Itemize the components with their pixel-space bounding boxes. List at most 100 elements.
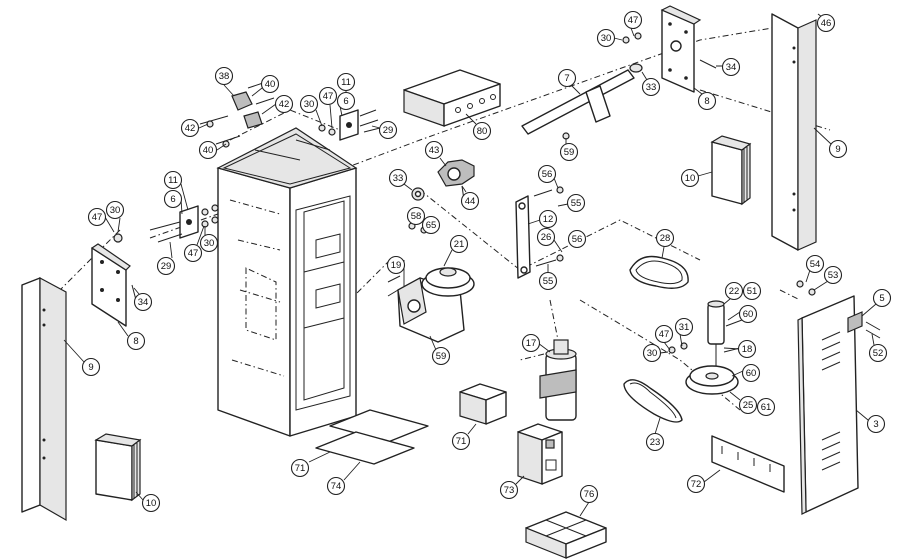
- callout-circle: [81, 357, 101, 377]
- part-callout-22: 22: [724, 281, 744, 301]
- callout-number: 42: [279, 99, 290, 110]
- part-callout-55: 55: [566, 193, 586, 213]
- callout-number: 52: [873, 348, 884, 359]
- callout-circle: [105, 200, 125, 220]
- top-brackets: [199, 81, 381, 148]
- part-callout-60: 60: [738, 304, 758, 324]
- callout-number: 30: [204, 238, 215, 249]
- part-callout-33: 33: [388, 168, 408, 188]
- part-callout-21: 21: [449, 234, 469, 254]
- callout-circle: [866, 414, 886, 434]
- callout-number: 30: [601, 33, 612, 44]
- part-callout-11: 11: [163, 170, 183, 190]
- pulley-assembly: [668, 300, 743, 395]
- part-callout-6: 6: [336, 91, 356, 111]
- callout-circle: [623, 10, 643, 30]
- right-side-panel: [771, 13, 827, 251]
- callout-number: 30: [647, 348, 658, 359]
- part-callout-61: 61: [756, 397, 776, 417]
- part-callout-33: 33: [641, 77, 661, 97]
- gearbox-motor: [387, 222, 475, 343]
- callout-circle: [536, 227, 556, 247]
- part-callout-59: 59: [559, 142, 579, 162]
- small-box: [459, 383, 507, 425]
- part-callout-46: 46: [816, 13, 836, 33]
- callout-number: 46: [821, 18, 832, 29]
- callout-circle: [724, 281, 744, 301]
- main-cabinet: [216, 127, 358, 437]
- callout-circle: [641, 77, 661, 97]
- part-callout-56: 56: [537, 164, 557, 184]
- part-callout-23: 23: [645, 432, 665, 452]
- callout-number: 47: [188, 248, 199, 259]
- callout-number: 33: [393, 173, 404, 184]
- callout-circle: [738, 395, 758, 415]
- callout-circle: [451, 431, 471, 451]
- callout-circle: [567, 229, 587, 249]
- callout-number: 33: [646, 82, 657, 93]
- callout-number: 26: [541, 232, 552, 243]
- callout-circle: [299, 94, 319, 114]
- callout-number: 56: [542, 169, 553, 180]
- part-callout-30: 30: [596, 28, 616, 48]
- counterweight-stack-right: [710, 135, 752, 206]
- part-callout-60: 60: [741, 363, 761, 383]
- callout-circle: [336, 91, 356, 111]
- callout-circle: [697, 91, 717, 111]
- callout-circle: [449, 234, 469, 254]
- callout-number: 74: [331, 481, 342, 492]
- callout-number: 31: [679, 322, 690, 333]
- callout-number: 55: [543, 276, 554, 287]
- callout-number: 71: [295, 463, 306, 474]
- callout-number: 59: [564, 147, 575, 158]
- callout-circle: [828, 139, 848, 159]
- callout-number: 29: [161, 261, 172, 272]
- callout-circle: [421, 215, 441, 235]
- callout-number: 30: [304, 99, 315, 110]
- callout-circle: [326, 476, 346, 496]
- callout-number: 60: [743, 309, 754, 320]
- callout-circle: [87, 207, 107, 227]
- callout-circle: [538, 209, 558, 229]
- part-callout-38: 38: [214, 66, 234, 86]
- drive-shaft: [521, 63, 643, 140]
- part-callout-9: 9: [828, 139, 848, 159]
- callout-number: 23: [650, 437, 661, 448]
- callout-circle: [156, 256, 176, 276]
- part-callout-58: 58: [406, 206, 426, 226]
- callout-number: 9: [88, 362, 93, 373]
- callout-circle: [406, 206, 426, 226]
- part-callout-56: 56: [567, 229, 587, 249]
- callout-circle: [318, 86, 338, 106]
- callout-circle: [141, 493, 161, 513]
- callout-circle: [198, 140, 218, 160]
- callout-circle: [742, 281, 762, 301]
- bracket-strip: [711, 435, 785, 493]
- part-callout-73: 73: [499, 480, 519, 500]
- callout-circle: [805, 254, 825, 274]
- callout-circle: [823, 265, 843, 285]
- callout-circle: [460, 191, 480, 211]
- part-callout-53: 53: [823, 265, 843, 285]
- callout-number: 59: [436, 351, 447, 362]
- callout-circle: [642, 343, 662, 363]
- callout-number: 28: [660, 233, 671, 244]
- part-callout-8: 8: [697, 91, 717, 111]
- shaft-clamp: [411, 159, 475, 201]
- callout-number: 8: [704, 96, 709, 107]
- part-callout-44: 44: [460, 191, 480, 211]
- callout-number: 19: [391, 260, 402, 271]
- callout-number: 12: [543, 214, 554, 225]
- callout-circle: [199, 233, 219, 253]
- callout-circle: [579, 484, 599, 504]
- part-callout-43: 43: [424, 140, 444, 160]
- part-callout-47: 47: [654, 324, 674, 344]
- right-mounting-plate: [622, 5, 717, 93]
- part-callout-47: 47: [183, 243, 203, 263]
- callout-circle: [163, 170, 183, 190]
- part-callouts: 3840424240304711629116473030472934891080…: [81, 10, 892, 513]
- callout-number: 30: [110, 205, 121, 216]
- part-callout-25: 25: [738, 395, 758, 415]
- callout-number: 73: [504, 485, 515, 496]
